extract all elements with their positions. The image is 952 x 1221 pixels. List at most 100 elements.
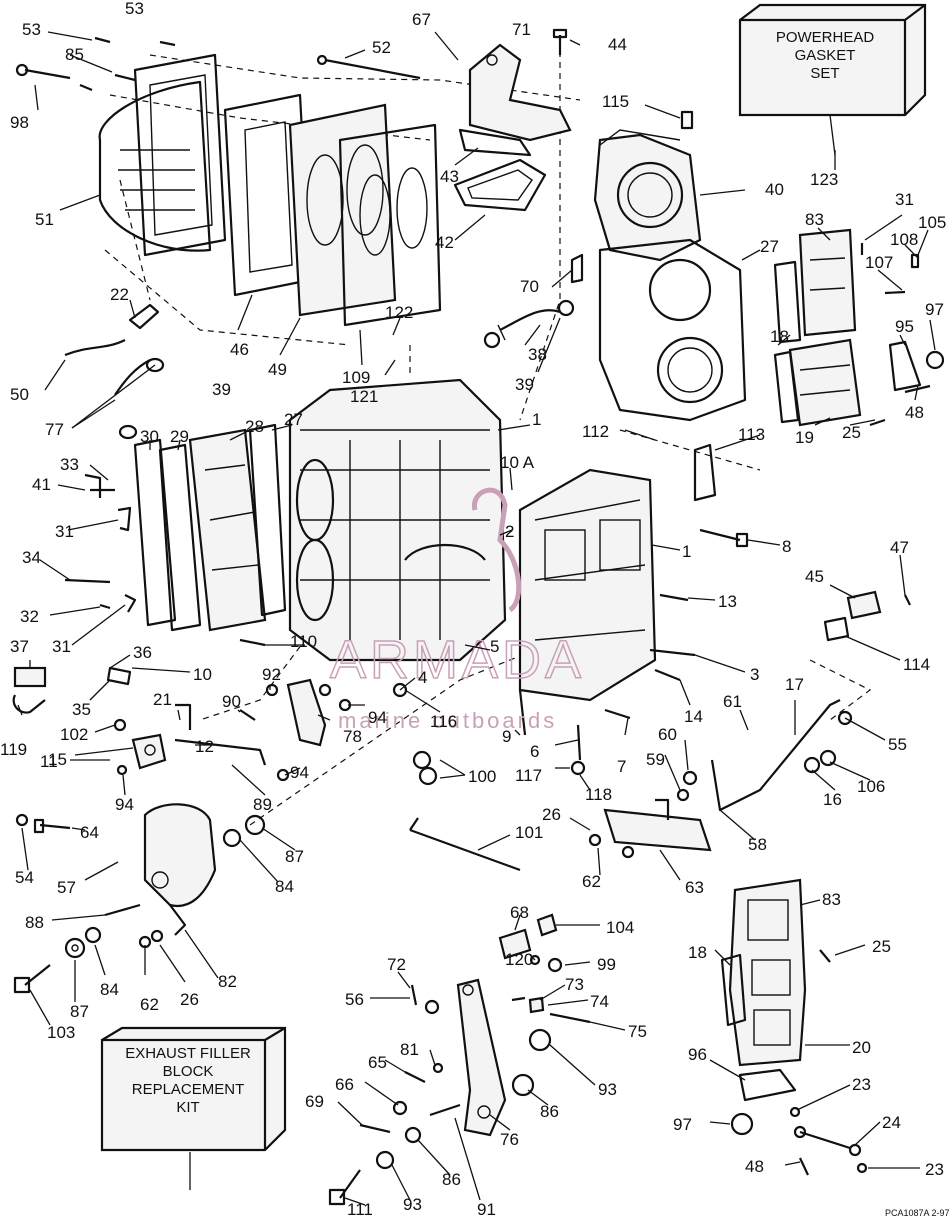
- callout-42: 42: [435, 233, 454, 252]
- callout-34: 34: [22, 548, 41, 567]
- screw-47: [904, 594, 911, 606]
- washers-right-mid: [588, 710, 853, 859]
- callout-89: 89: [253, 795, 272, 814]
- gasket-42: [453, 158, 547, 212]
- callout-44: 44: [608, 35, 627, 54]
- callout-19: 19: [795, 428, 814, 447]
- callout-26: 26: [542, 805, 561, 824]
- callout-48: 48: [905, 403, 924, 422]
- callout-8: 8: [782, 537, 791, 556]
- callout-71: 71: [512, 20, 531, 39]
- callout-120: 120: [505, 950, 533, 969]
- callout-65: 65: [368, 1053, 387, 1072]
- callout-91: 91: [477, 1200, 496, 1219]
- callout-47: 47: [890, 538, 909, 557]
- callout-10: 10: [193, 665, 212, 684]
- bracket-78: [286, 678, 327, 747]
- callout-85: 85: [65, 45, 84, 64]
- callout-70: 70: [520, 277, 539, 296]
- callout-41: 41: [32, 475, 51, 494]
- callout-31: 31: [55, 522, 74, 541]
- callout-110: 110: [290, 632, 317, 651]
- callout-51: 51: [35, 210, 54, 229]
- callout-52: 52: [372, 38, 391, 57]
- callout-37: 37: [10, 637, 29, 656]
- callout-66: 66: [335, 1075, 354, 1094]
- callout-82: 82: [218, 972, 237, 991]
- callout-54: 54: [15, 868, 34, 887]
- lever-15: [131, 733, 167, 770]
- callout-93: 93: [403, 1195, 422, 1214]
- callout-114: 114: [903, 655, 930, 674]
- callout-27: 27: [284, 410, 303, 429]
- gasket-18-upper: [773, 260, 802, 344]
- callout-43: 43: [440, 167, 459, 186]
- callout-86: 86: [540, 1102, 559, 1121]
- hose-50: [64, 339, 126, 357]
- callout-2: 2: [505, 522, 514, 541]
- callout-100: 100: [468, 767, 496, 786]
- clip-115: [680, 110, 694, 130]
- intake-manifold-gasket-109: [338, 123, 442, 327]
- sensor-114: [823, 616, 850, 642]
- hose-38: [497, 309, 561, 341]
- callout-98: 98: [10, 113, 29, 132]
- callout-58: 58: [748, 835, 767, 854]
- callout-12: 12: [195, 737, 214, 756]
- drawing-code: PCA1087A 2-97: [885, 1208, 950, 1218]
- bolt-9-6: [518, 689, 586, 776]
- bracket-71: [458, 43, 572, 157]
- powerhead-box-line2: GASKET: [795, 47, 856, 64]
- callout-38: 38: [528, 345, 547, 364]
- callout-55: 55: [888, 735, 907, 754]
- callout-95: 95: [895, 317, 914, 336]
- exhaust-box-line3: REPLACEMENT: [132, 1081, 245, 1098]
- callout-62: 62: [140, 995, 159, 1014]
- callout-74: 74: [590, 992, 609, 1011]
- callout-119: 119: [0, 740, 27, 759]
- callout-122: 122: [385, 303, 413, 322]
- callout-20: 20: [852, 1038, 871, 1057]
- small-parts-bottom-right: [789, 949, 868, 1176]
- exhaust-box-line4: KIT: [176, 1099, 199, 1116]
- callout-18: 18: [688, 943, 707, 962]
- grommets-100: [412, 750, 438, 786]
- callout-88: 88: [25, 913, 44, 932]
- callout-103: 103: [47, 1023, 75, 1042]
- callout-39: 39: [212, 380, 231, 399]
- callout-75: 75: [628, 1022, 647, 1041]
- callout-6: 6: [530, 742, 539, 761]
- callout-78: 78: [343, 727, 362, 746]
- callout-64: 64: [80, 823, 99, 842]
- callout-24: 24: [882, 1113, 901, 1132]
- cylinder-head-40: [593, 129, 702, 262]
- callout-83: 83: [805, 210, 824, 229]
- callout-11: 11: [40, 752, 58, 771]
- cover-19: [788, 338, 862, 427]
- callout-22: 22: [110, 285, 129, 304]
- plug-97: [925, 350, 945, 370]
- callout-45: 45: [805, 567, 824, 586]
- link-rod-58: [710, 699, 841, 812]
- plug-97-bottom: [730, 1112, 754, 1136]
- screw-44: [552, 28, 568, 55]
- callout-97: 97: [673, 1115, 692, 1134]
- callout-62: 62: [582, 872, 601, 891]
- callout-111: 111: [347, 1200, 373, 1219]
- callout-69: 69: [305, 1092, 324, 1111]
- assembly-guide-lines: [104, 40, 872, 826]
- callout-61: 61: [723, 692, 742, 711]
- throttle-cam-82: [143, 803, 217, 936]
- callout-3: 3: [750, 665, 759, 684]
- callout-86: 86: [442, 1170, 461, 1189]
- callout-107: 107: [865, 253, 893, 272]
- callout-84: 84: [275, 877, 294, 896]
- callout-81: 81: [400, 1040, 419, 1059]
- callout-83: 83: [822, 890, 841, 909]
- callout-33: 33: [60, 455, 79, 474]
- callout-16: 16: [823, 790, 842, 809]
- clamps-39-upper: [483, 299, 575, 349]
- callout-23: 23: [925, 1160, 944, 1179]
- exhaust-cover-83-upper: [798, 228, 857, 337]
